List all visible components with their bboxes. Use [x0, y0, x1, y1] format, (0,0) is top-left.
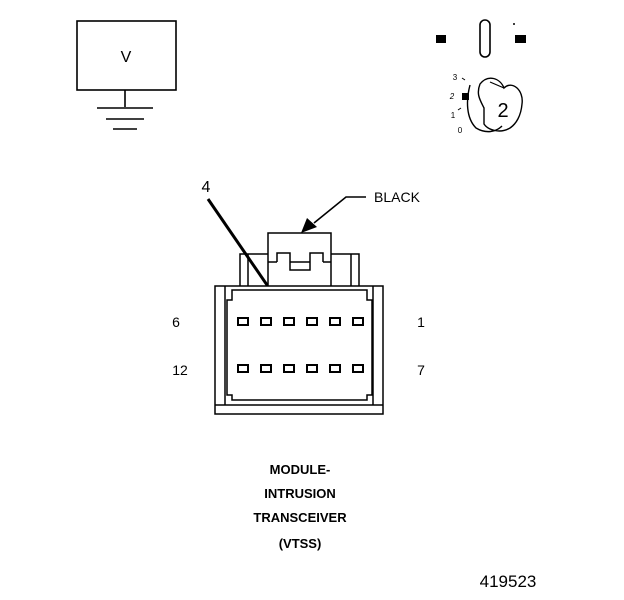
- meter-symbol: V: [121, 49, 132, 66]
- pin-label-bottom-left: 12: [172, 362, 188, 378]
- ignition-position-2: 2: [449, 92, 455, 101]
- pin-9: [306, 364, 318, 373]
- probe-pin-label: 4: [202, 179, 211, 196]
- connector-title-line-4: (VTSS): [279, 536, 322, 551]
- connector-title: MODULE- INTRUSION TRANSCEIVER (VTSS): [253, 462, 347, 551]
- pin-label-top-right: 1: [417, 314, 425, 330]
- pin-2: [329, 317, 341, 326]
- ignition-key-icon: [436, 19, 526, 133]
- pin-6: [237, 317, 249, 326]
- connector-title-line-1: MODULE-: [270, 462, 331, 477]
- ignition-position-0: 0: [458, 126, 463, 135]
- ignition-position-1: 1: [451, 111, 456, 120]
- pin-label-top-left: 6: [172, 314, 180, 330]
- pin-4: [283, 317, 295, 326]
- ignition-selected-position: 2: [497, 100, 508, 122]
- connector-color-label: BLACK: [374, 189, 421, 205]
- pin-8: [329, 364, 341, 373]
- ignition-position-3: 3: [453, 73, 458, 82]
- pin-3: [306, 317, 318, 326]
- voltmeter-icon: [76, 20, 177, 130]
- connector-body: [214, 232, 384, 415]
- pin-5: [260, 317, 272, 326]
- color-leader-arrow: [301, 196, 366, 233]
- pin-1: [352, 317, 364, 326]
- connector-pins: [237, 317, 364, 373]
- connector-title-line-2: INTRUSION: [264, 486, 336, 501]
- pin-7: [352, 364, 364, 373]
- pin-12: [237, 364, 249, 373]
- connector-title-line-3: TRANSCEIVER: [253, 510, 347, 525]
- pin-10: [283, 364, 295, 373]
- pin-11: [260, 364, 272, 373]
- pin-label-bottom-right: 7: [417, 362, 425, 378]
- figure-id: 419523: [480, 572, 537, 591]
